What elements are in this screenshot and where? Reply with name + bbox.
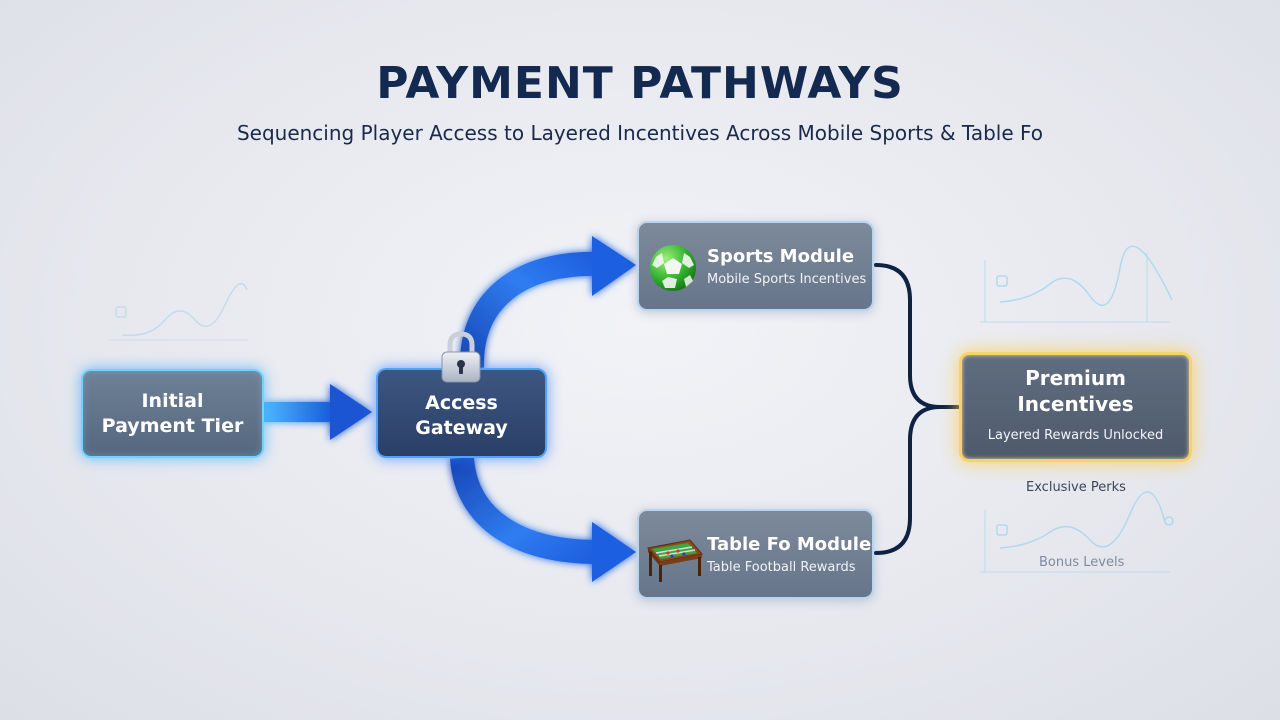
bonus-levels-label: Bonus Levels (1039, 555, 1125, 570)
arrow-initial-to-gateway (264, 384, 372, 440)
sports-module-title: Sports Module (707, 245, 855, 267)
table-fo-module-node: Table Fo Module Table Football Rewards (637, 509, 874, 599)
gateway-node-line2: Gateway (415, 417, 508, 439)
arrow-gateway-to-sports (459, 236, 636, 369)
sports-module-node: Sports Module Mobile Sports Incentives (637, 221, 874, 311)
premium-incentives-node: Premium Incentives Layered Rewards Unloc… (959, 352, 1192, 462)
gateway-node-line1: Access (425, 392, 498, 414)
initial-node-line1: Initial (141, 389, 204, 412)
page-subtitle: Sequencing Player Access to Layered Ince… (236, 121, 1044, 145)
initial-payment-tier-node: Initial Payment Tier (81, 369, 264, 458)
premium-node-line1: Premium (1025, 366, 1126, 390)
initial-node-line2: Payment Tier (101, 414, 244, 437)
exclusive-perks-label: Exclusive Perks (1026, 480, 1126, 495)
table-module-title: Table Fo Module (707, 533, 872, 555)
connector-modules-to-premium (874, 263, 960, 555)
page-title: PAYMENT PATHWAYS (376, 58, 904, 109)
foosball-table-icon (647, 539, 703, 582)
premium-node-line2: Incentives (1017, 392, 1134, 416)
padlock-icon (441, 331, 481, 383)
sparkline-bottom-right (980, 491, 1174, 573)
premium-node-subtitle: Layered Rewards Unlocked (987, 428, 1164, 443)
soccer-ball-icon (650, 245, 696, 291)
access-gateway-node: Access Gateway (376, 368, 547, 458)
sparkline-top-right (980, 245, 1173, 323)
sparkline-left (108, 282, 248, 341)
arrow-gateway-to-table (450, 456, 636, 582)
table-module-subtitle: Table Football Rewards (707, 559, 856, 575)
sports-module-subtitle: Mobile Sports Incentives (707, 271, 867, 287)
